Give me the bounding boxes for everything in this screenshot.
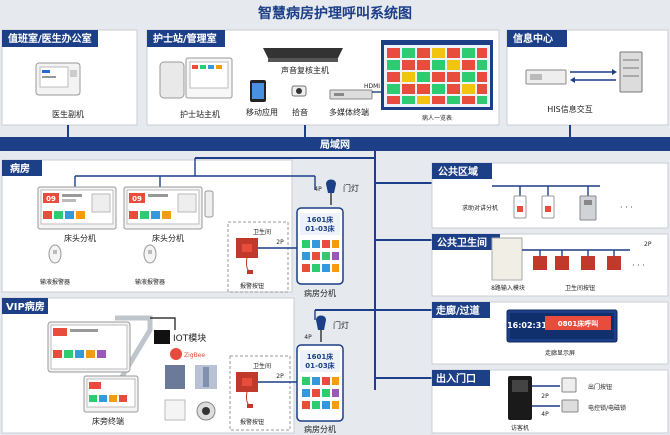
infusion-alarm-1-label: 输液报警器 <box>40 278 70 286</box>
audio-review-host-device <box>263 48 343 62</box>
panel-info-center: 信息中心 HIS信息交互 <box>507 30 668 125</box>
panel-duty-room: 值班室/医生办公室 医生副机 <box>2 30 137 125</box>
infusion-alarm-1 <box>49 245 61 263</box>
entrance-header: 出入门口 <box>436 372 476 385</box>
multimedia-relay-device <box>330 90 372 99</box>
public-toilet-header: 公共卫生间 <box>437 236 487 249</box>
ward-extension-1: 4P 门灯 1601床 01-03床 病房分机 <box>297 180 359 299</box>
public-toilet-dots: · · · <box>632 261 645 270</box>
corridor-display-device: 16:02:31 0801床呼叫 <box>507 310 617 342</box>
duty-room-header: 值班室/医生办公室 <box>8 32 92 45</box>
bedside-terminal-device <box>84 376 138 412</box>
exit-button-device <box>562 378 576 392</box>
ward-screen-2-line2: 01-03床 <box>305 361 335 370</box>
corridor-display-label: 走廊显示屏 <box>545 349 575 357</box>
bathroom-2-label: 卫生间 <box>253 362 271 370</box>
hdmi-label: HDMI <box>364 83 380 90</box>
diagram-title: 智慧病房护理呼叫系统图 <box>257 5 412 22</box>
exit-button-label: 出门按钮 <box>588 383 612 391</box>
corridor-time: 16:02:31 <box>507 321 547 330</box>
bedside-unit-2: 09 <box>124 187 202 229</box>
bed-number-1: 09 <box>46 195 56 203</box>
corridor-call: 0801床呼叫 <box>558 319 598 328</box>
door-light-2-label: 门灯 <box>333 320 349 330</box>
wire-2p-4: 2P <box>541 393 549 400</box>
bed-number-2: 09 <box>132 195 142 203</box>
bedside-unit-1: 09 <box>38 187 116 229</box>
lan-label: 局域网 <box>319 138 350 151</box>
public-area-header: 公共区域 <box>438 165 478 178</box>
audio-review-host-label: 声音复核主机 <box>281 65 329 75</box>
wire-2p-2: 2P <box>276 373 284 380</box>
visitor-unit-device <box>508 376 532 420</box>
input-module-label: 8路输入模块 <box>491 284 525 292</box>
doctor-extension-label: 医生副机 <box>52 109 84 119</box>
infusion-alarm-2 <box>144 245 156 263</box>
multimedia-relay-label: 多媒体终端 <box>329 107 369 117</box>
bedside-2-label: 床头分机 <box>152 233 184 243</box>
bedside-terminal-label: 床旁终端 <box>92 416 124 426</box>
wire-4p-1: 4P <box>314 186 322 193</box>
input-module-device <box>492 238 522 280</box>
alarm-button-2-label: 报警按钮 <box>240 418 264 426</box>
his-label: HIS信息交互 <box>547 104 592 114</box>
panel-public-area: 公共区域 求助对讲分机 · · · <box>432 163 668 228</box>
his-server-device <box>620 52 642 92</box>
patient-list-label: 病人一览表 <box>422 114 452 122</box>
ward-extension-1-label: 病房分机 <box>304 288 336 298</box>
iot-module-label: IOT模块 <box>173 332 206 344</box>
help-intercom-unit-1 <box>514 196 526 218</box>
wire-2p-1: 2P <box>276 239 284 246</box>
toilet-button-label: 卫生间按钮 <box>565 284 595 292</box>
help-intercom-label: 求助对讲分机 <box>462 204 498 212</box>
mobile-app-device <box>250 80 266 102</box>
electric-lock-device <box>562 400 578 412</box>
info-center-header: 信息中心 <box>513 32 553 45</box>
doctor-extension-device <box>36 63 80 95</box>
panel-ward: 病房 09 床头分机 09 床头分机 <box>2 158 315 292</box>
panel-nurse-station: 护士站/管理室 护士站主机 声音复核主机 移动应用 拾音 <box>147 30 499 125</box>
his-desktop-device <box>526 70 566 84</box>
help-intercom-unit-3 <box>580 196 596 220</box>
nurse-station-header: 护士站/管理室 <box>153 32 217 45</box>
public-area-dots: · · · <box>620 203 633 212</box>
door-light-1-label: 门灯 <box>343 183 359 193</box>
ward-button-strip <box>205 191 213 217</box>
wire-4p-3: 4P <box>541 411 549 418</box>
wire-4p-2: 4P <box>304 334 312 341</box>
ward-screen-1-line1: 1601床 <box>307 215 334 224</box>
zigbee-label: ZigBee <box>184 352 205 359</box>
patient-list-screen <box>381 40 493 110</box>
corridor-header: 走廊/过道 <box>435 304 480 317</box>
electric-lock-label: 电控锁/电磁锁 <box>588 404 626 412</box>
pickup-label: 拾音 <box>292 107 308 117</box>
vip-ward-header: VIP病房 <box>6 300 45 313</box>
ward-screen-2-line1: 1601床 <box>307 352 334 361</box>
wire-2p-3: 2P <box>644 241 652 248</box>
ward-extension-2: 4P 门灯 1601床 01-03床 病房分机 <box>297 316 349 435</box>
lan-bar: 局域网 <box>0 137 670 151</box>
help-intercom-unit-2 <box>542 196 554 218</box>
infusion-alarm-2-label: 输液报警器 <box>135 278 165 286</box>
alarm-button-1-label: 报警按钮 <box>240 282 264 290</box>
panel-public-toilet: 公共卫生间 8路输入模块 2P 卫生间按钮 · · · <box>432 234 668 296</box>
panel-corridor: 走廊/过道 16:02:31 0801床呼叫 走廊显示屏 <box>432 302 668 364</box>
nurse-host-label: 护士站主机 <box>180 109 220 119</box>
ward-extension-2-label: 病房分机 <box>304 424 336 434</box>
mobile-app-label: 移动应用 <box>246 107 278 117</box>
panel-vip-ward: VIP病房 床旁终端 IOT模块 ZigBee <box>2 298 300 433</box>
nurse-host-device <box>160 58 232 98</box>
visitor-unit-label: 访客机 <box>511 424 529 432</box>
panel-entrance: 出入门口 访客机 2P 4P 出门按钮 电控锁/电磁锁 <box>432 370 668 433</box>
pickup-device <box>292 86 306 96</box>
bedside-1-label: 床头分机 <box>64 233 96 243</box>
bathroom-1-label: 卫生间 <box>253 228 271 236</box>
ward-header: 病房 <box>10 162 30 175</box>
ward-screen-1-line2: 01-03床 <box>305 224 335 233</box>
